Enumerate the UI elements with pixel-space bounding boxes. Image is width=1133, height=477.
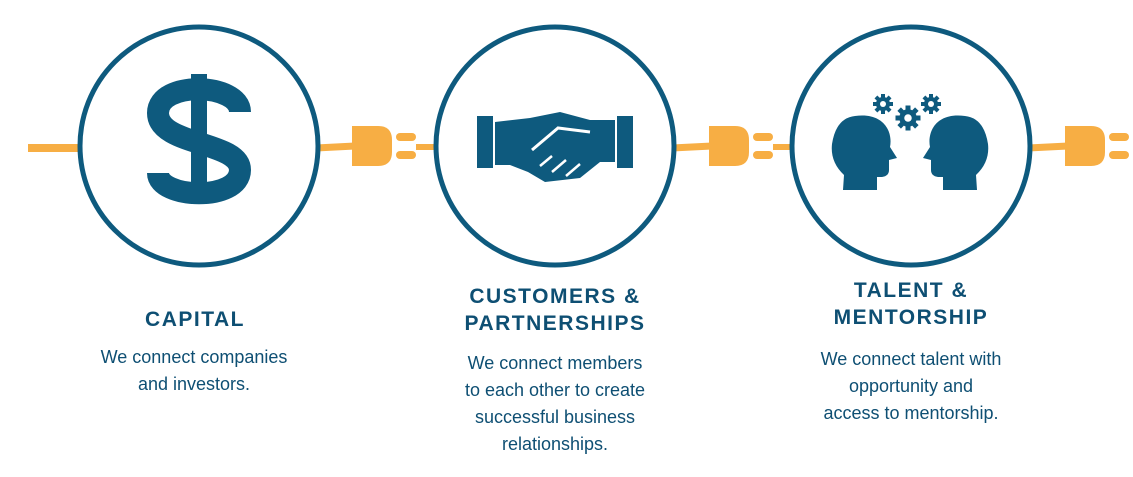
partnerships-desc-line-4: relationships. xyxy=(501,434,609,454)
capital-description: We connect companies and investors. xyxy=(34,344,354,398)
partnerships-title-line-1: CUSTOMERS & xyxy=(469,285,641,308)
plug-1-icon xyxy=(352,126,416,166)
partnerships-title-line-2: PARTNERSHIPS xyxy=(464,312,646,335)
mentorship-desc-line-1: We connect talent with xyxy=(820,349,1002,369)
mentorship-description: We connect talent with opportunity and a… xyxy=(751,346,1071,427)
mentorship-title-line-1: TALENT & xyxy=(853,279,969,302)
prong-link-1 xyxy=(416,144,436,150)
partnerships-desc-line-2: to each other to create xyxy=(464,380,646,400)
prong-link-2 xyxy=(773,144,793,150)
partnerships-desc-line-1: We connect members xyxy=(467,353,643,373)
capital-desc-line-1: We connect companies xyxy=(100,347,288,367)
capital-title-line: CAPITAL xyxy=(145,308,245,331)
heads-gears-icon xyxy=(831,94,989,190)
partnerships-title: CUSTOMERS & PARTNERSHIPS xyxy=(395,283,715,337)
dollar-sign-icon xyxy=(146,74,252,205)
cord-left xyxy=(28,144,80,152)
mentorship-title-line-2: MENTORSHIP xyxy=(833,306,989,329)
handshake-icon xyxy=(477,112,633,182)
mentorship-title: TALENT & MENTORSHIP xyxy=(751,277,1071,331)
capital-desc-line-2: and investors. xyxy=(137,374,251,394)
plug-3-icon xyxy=(1065,126,1129,166)
partnerships-desc-line-3: successful business xyxy=(474,407,636,427)
partnerships-description: We connect members to each other to crea… xyxy=(395,350,715,458)
cord-3 xyxy=(1027,142,1069,152)
mentorship-desc-line-3: access to mentorship. xyxy=(823,403,999,423)
mentorship-circle xyxy=(789,24,1033,268)
mentorship-desc-line-2: opportunity and xyxy=(848,376,974,396)
cord-1 xyxy=(315,142,356,152)
plug-2-icon xyxy=(709,126,773,166)
cord-2 xyxy=(671,142,713,152)
capital-title: CAPITAL xyxy=(35,306,355,333)
